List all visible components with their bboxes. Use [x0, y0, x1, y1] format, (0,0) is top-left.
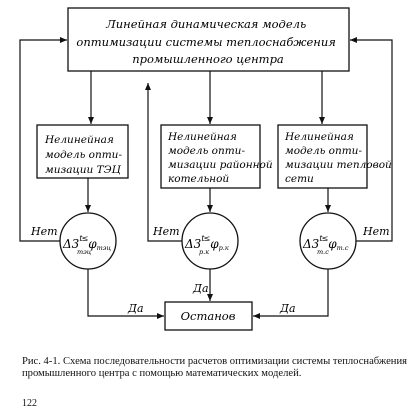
label-no-network: Нет [362, 225, 390, 238]
loop-no-network [350, 37, 393, 242]
page-number: 122 [22, 399, 37, 407]
stop-box-label: Останов [181, 309, 236, 323]
condition-tec-subscript: тэц [77, 248, 92, 256]
model-box-tec-text: Нелинейная модель опти- мизации ТЭЦ [44, 134, 125, 176]
condition-boiler-text: Δ3t≤φр.к [184, 234, 229, 252]
path-yes-network [253, 269, 329, 319]
label-yes-boiler: Да [192, 282, 209, 295]
model-box-boiler [160, 124, 261, 189]
model-box-tec [36, 124, 129, 179]
label-no-tec: Нет [30, 225, 58, 238]
model-box-network [277, 124, 368, 189]
top-box-text: Линейная динамическая модель оптимизации… [76, 17, 339, 66]
loop-no-boiler [145, 83, 182, 242]
model-box-boiler-text: Нелинейная модель опти- мизации районной… [167, 131, 276, 185]
condition-network-text: Δ3t≤φт.с [302, 234, 349, 252]
flowchart-diagram: Линейная динамическая модель оптимизации… [19, 7, 395, 331]
label-no-boiler: Нет [152, 225, 180, 238]
condition-tec-text: Δ3t≤φтэц [62, 234, 111, 252]
label-yes-tec: Да [127, 302, 144, 315]
stop-box [164, 301, 253, 331]
path-yes-tec [87, 269, 164, 319]
condition-network-subscript: т.с [317, 248, 329, 256]
figure-caption: Рис. 4-1. Схема последовательности расче… [22, 356, 408, 379]
model-box-network-text: Нелинейная модель опти- мизации тепловой… [284, 131, 395, 185]
condition-boiler-subscript: р.к [199, 248, 209, 256]
label-yes-network: Да [279, 302, 296, 315]
top-model-box [67, 7, 350, 72]
loop-no-tec [19, 37, 67, 242]
